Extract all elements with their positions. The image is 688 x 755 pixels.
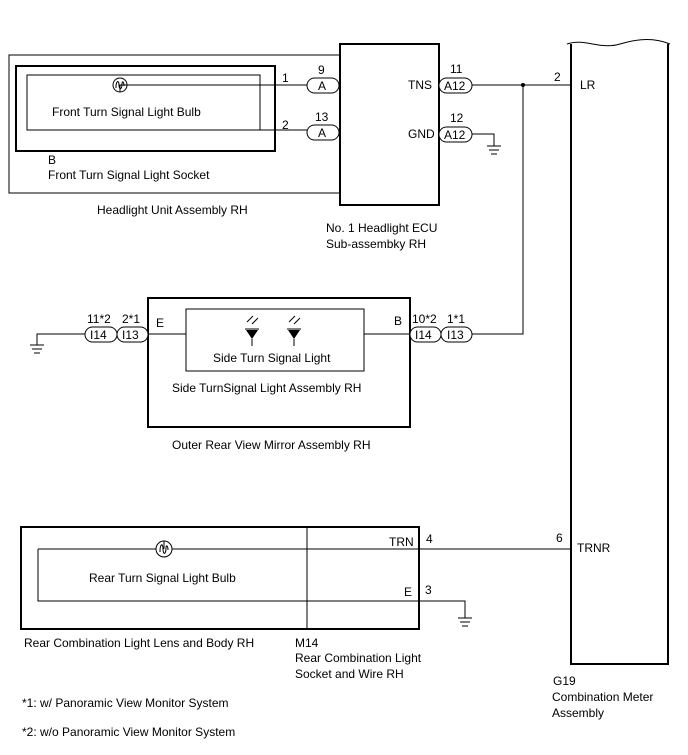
rear-light-box	[20, 526, 420, 630]
combination-meter-break-line	[566, 39, 671, 47]
side-light-inner-box	[185, 308, 365, 372]
ecu-pin-tns: TNS	[408, 78, 432, 92]
combination-meter-body	[570, 44, 669, 665]
headlight-ecu: TNS GND A12 11 A12 12 No. 1 Headlight EC…	[326, 43, 473, 251]
wire-mirror-ground	[36, 333, 85, 345]
connector-i13-right: I13 1*1	[440, 312, 473, 343]
mirror-pin-b: B	[394, 314, 402, 328]
rear-socket-label-line2: Socket and Wire RH	[295, 667, 404, 681]
rear-combination-light: Rear Turn Signal Light Bulb TRN E 4 3 Re…	[20, 526, 433, 681]
note-2: *2: w/o Panoramic View Monitor System	[22, 725, 235, 739]
side-led-icon-1	[245, 315, 259, 346]
front-socket-pin-2: 2	[282, 118, 289, 132]
rear-socket-code: M14	[295, 636, 319, 650]
rear-pin-trn: TRN	[389, 535, 414, 549]
wire-rear-ground	[419, 600, 466, 618]
headlight-unit-assembly: Front Turn Signal Light Bulb B Front Tur…	[8, 54, 341, 217]
ecu-label-line2: Sub-assembky RH	[326, 237, 426, 251]
mirror-assembly: Side Turn Signal Light Side TurnSignal L…	[84, 297, 473, 452]
front-socket-code: B	[48, 153, 56, 167]
meter-label-line2: Assembly	[552, 706, 604, 720]
connector-i14-left: I14 11*2	[84, 312, 118, 343]
connector-i14-right-pin: 10*2	[412, 312, 437, 326]
ground-icon-rear	[458, 617, 472, 627]
connector-i13-right-pin: 1*1	[447, 312, 465, 326]
side-light-label: Side Turn Signal Light	[213, 351, 331, 365]
front-socket-box	[15, 65, 276, 152]
rear-lens-label: Rear Combination Light Lens and Body RH	[24, 636, 254, 650]
ground-icon-mirror	[30, 344, 44, 354]
rear-pin-number-3: 3	[425, 583, 432, 597]
combination-meter: LR TRNR 2 6 G19 Combination Meter Assemb…	[552, 39, 671, 720]
rear-pin-e: E	[404, 585, 412, 599]
front-bulb-label: Front Turn Signal Light Bulb	[52, 105, 201, 119]
ecu-label-line1: No. 1 Headlight ECU	[326, 221, 437, 235]
rear-socket-label-line1: Rear Combination Light	[295, 651, 422, 665]
front-socket-label: Front Turn Signal Light Socket	[48, 168, 210, 182]
connector-a-code-2: A	[318, 126, 326, 140]
ground-icon-ecu	[487, 145, 501, 155]
connector-a12-pin-12: A12 12	[438, 111, 473, 143]
connector-a12-code-1: A12	[444, 79, 466, 93]
wire-ecu-ground	[472, 133, 495, 146]
ecu-pin-number-11: 11	[450, 62, 463, 76]
connector-i13-right-code: I13	[447, 328, 464, 342]
side-assembly-label: Side TurnSignal Light Assembly RH	[172, 381, 361, 395]
connector-i14-left-code: I14	[90, 328, 107, 342]
wire-front-bulb-pin1	[119, 84, 307, 92]
front-socket-pin-1: 1	[282, 71, 289, 85]
mirror-pin-e: E	[156, 316, 164, 330]
meter-code: G19	[553, 674, 576, 688]
headlight-unit-label: Headlight Unit Assembly RH	[97, 203, 248, 217]
wires	[36, 83, 571, 618]
mirror-assembly-box	[147, 297, 411, 428]
connector-i14-right: I14 10*2	[409, 312, 442, 343]
connector-i14-left-pin: 11*2	[87, 312, 111, 326]
connector-i13-left-pin: 2*1	[122, 312, 140, 326]
meter-label-line1: Combination Meter	[552, 690, 653, 704]
connector-i14-right-code: I14	[415, 328, 432, 342]
wire-junction-to-mirror	[472, 85, 524, 335]
rear-bulb-label: Rear Turn Signal Light Bulb	[89, 571, 236, 585]
meter-pin-number-lr: 2	[554, 70, 561, 84]
connector-a-pin-13: A 13	[306, 110, 340, 141]
side-led-icon-2	[287, 315, 301, 346]
connector-a-pin-number-13: 13	[315, 110, 329, 124]
connector-i13-left-code: I13	[122, 328, 139, 342]
connector-a12-code-2: A12	[444, 128, 466, 142]
meter-pin-number-trnr: 6	[556, 531, 563, 545]
connector-a-code-1: A	[318, 79, 326, 93]
ecu-pin-gnd: GND	[408, 127, 435, 141]
wire-rear-bulb-return	[37, 549, 419, 602]
note-1: *1: w/ Panoramic View Monitor System	[22, 696, 229, 710]
meter-pin-trnr: TRNR	[577, 541, 611, 555]
headlight-ecu-box	[339, 43, 440, 206]
front-bulb-inner-box	[26, 74, 261, 131]
rear-pin-number-4: 4	[426, 532, 433, 546]
connector-i13-left: I13 2*1	[116, 312, 149, 343]
connector-a-pin-9: A 9	[306, 63, 340, 94]
connector-a-pin-number-9: 9	[318, 63, 325, 77]
meter-pin-lr: LR	[580, 78, 596, 92]
connector-a12-pin-11: A12 11	[438, 62, 473, 94]
ecu-pin-number-12: 12	[450, 111, 464, 125]
mirror-label: Outer Rear View Mirror Assembly RH	[172, 438, 371, 452]
